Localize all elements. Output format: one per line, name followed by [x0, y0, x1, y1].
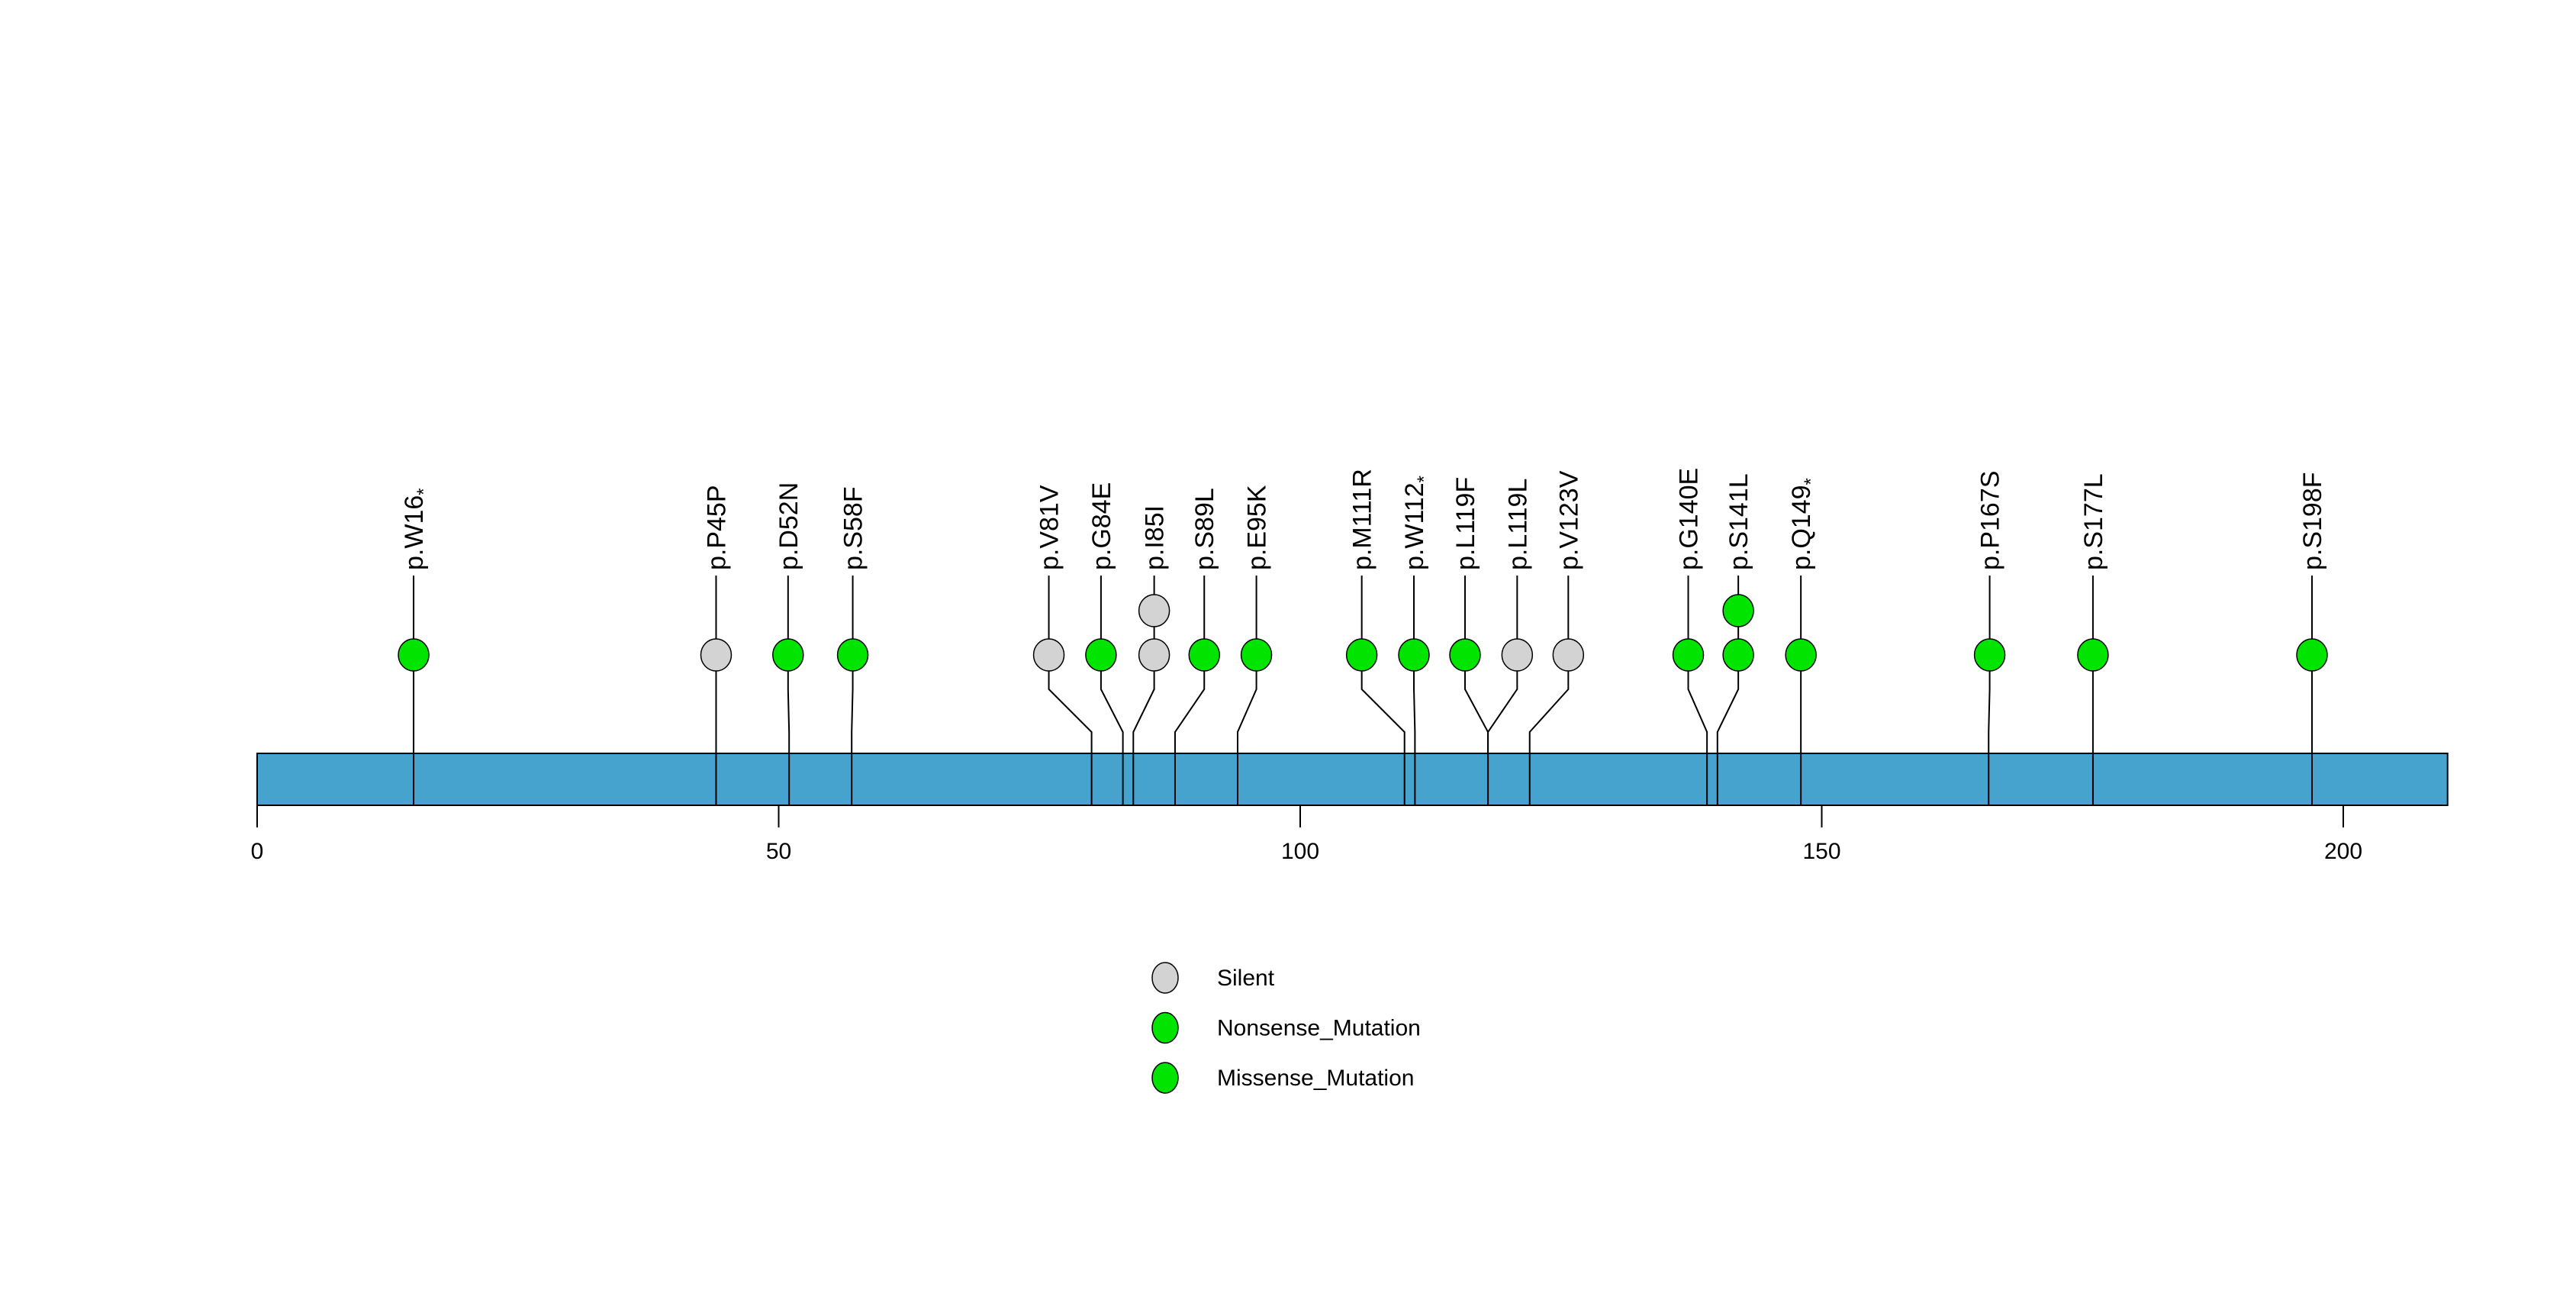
mutation-point [1785, 638, 1817, 672]
mutation-point [1672, 638, 1705, 672]
protein-bar [256, 753, 2449, 806]
mutation-point [1501, 638, 1534, 672]
mutation-point [1722, 638, 1754, 672]
mutation-point [836, 638, 869, 672]
mutation-label: p.L119L [1503, 479, 1532, 570]
mutation-point [772, 638, 804, 672]
mutation-label-text: p.W112 [1400, 482, 1429, 570]
mutation-label: p.Q149* [1787, 478, 1821, 570]
axis-tick-label: 200 [2324, 839, 2362, 864]
mutation-label: p.S198F [2298, 472, 2327, 570]
mutation-label-text: p.V123V [1554, 470, 1583, 570]
mutation-point [1552, 638, 1585, 672]
mutation-label: p.D52N [774, 482, 803, 570]
mutation-point [1345, 638, 1378, 672]
mutation-point [1032, 638, 1065, 672]
axis-tick-label: 50 [766, 839, 791, 864]
mutation-label: p.P45P [702, 485, 731, 570]
mutation-label: p.G84E [1087, 482, 1116, 570]
mutation-point [1449, 638, 1481, 672]
mutation-point [2077, 638, 2109, 672]
axis-tick-label: 100 [1281, 839, 1319, 864]
mutation-label: p.S141L [1724, 473, 1753, 570]
mutation-label: p.W112* [1400, 476, 1435, 570]
mutation-point [1398, 638, 1430, 672]
mutation-label-text: p.L119F [1451, 477, 1480, 570]
legend-swatch [1151, 1011, 1179, 1044]
mutation-label-star: * [1801, 478, 1821, 485]
mutation-label-text: p.G84E [1087, 482, 1116, 570]
mutation-label: p.I85I [1141, 505, 1170, 570]
axis-tick-label: 0 [251, 839, 264, 864]
mutation-label-text: p.M111R [1348, 469, 1377, 570]
legend-swatch [1151, 1062, 1179, 1094]
mutation-label: p.L119F [1451, 477, 1480, 570]
mutation-label: p.W16* [400, 488, 434, 570]
mutation-label-text: p.S177L [2079, 473, 2108, 570]
mutation-label: p.M111R [1348, 469, 1377, 570]
mutation-label-text: p.L119L [1503, 479, 1532, 570]
mutation-point [1138, 638, 1170, 672]
mutation-label: p.P167S [1976, 471, 2005, 570]
mutation-point [1973, 638, 2006, 672]
mutation-label: p.G140E [1675, 468, 1704, 570]
mutation-label: p.S89L [1190, 488, 1219, 570]
mutation-label-text: p.P45P [702, 485, 731, 570]
mutation-label-text: p.D52N [774, 482, 803, 570]
mutation-label-text: p.E95K [1243, 485, 1272, 570]
mutation-point [700, 638, 733, 672]
mutation-point [1240, 638, 1273, 672]
mutation-label-text: p.G140E [1675, 468, 1704, 570]
mutation-label-star: * [414, 488, 434, 495]
mutation-label-star: * [1414, 476, 1435, 482]
mutation-point [2296, 638, 2328, 672]
legend-swatch [1151, 962, 1179, 994]
mutation-label-text: p.V81V [1035, 485, 1064, 570]
mutation-label-text: p.W16 [400, 495, 429, 570]
mutation-label-text: p.S141L [1724, 473, 1753, 570]
axis-tick-label: 150 [1802, 839, 1840, 864]
mutation-point [1188, 638, 1220, 672]
mutation-point [1085, 638, 1117, 672]
mutation-point [1138, 594, 1170, 627]
mutation-label: p.V123V [1554, 470, 1583, 570]
mutation-label-text: p.S58F [839, 486, 868, 570]
mutation-label-text: p.Q149 [1787, 485, 1816, 570]
mutation-label: p.V81V [1035, 485, 1064, 570]
legend-label: Silent [1217, 966, 1275, 991]
mutation-point [1722, 594, 1754, 627]
mutation-label-text: p.I85I [1141, 505, 1170, 570]
mutation-label-text: p.S198F [2298, 472, 2327, 570]
mutation-point [398, 638, 430, 672]
mutation-label-text: p.S89L [1190, 488, 1219, 570]
mutation-label-text: p.P167S [1976, 471, 2005, 570]
mutation-label: p.S177L [2079, 473, 2108, 570]
legend-label: Nonsense_Mutation [1217, 1016, 1421, 1041]
mutation-label: p.E95K [1243, 485, 1272, 570]
mutation-label: p.S58F [839, 486, 868, 570]
legend-label: Missense_Mutation [1217, 1066, 1414, 1091]
